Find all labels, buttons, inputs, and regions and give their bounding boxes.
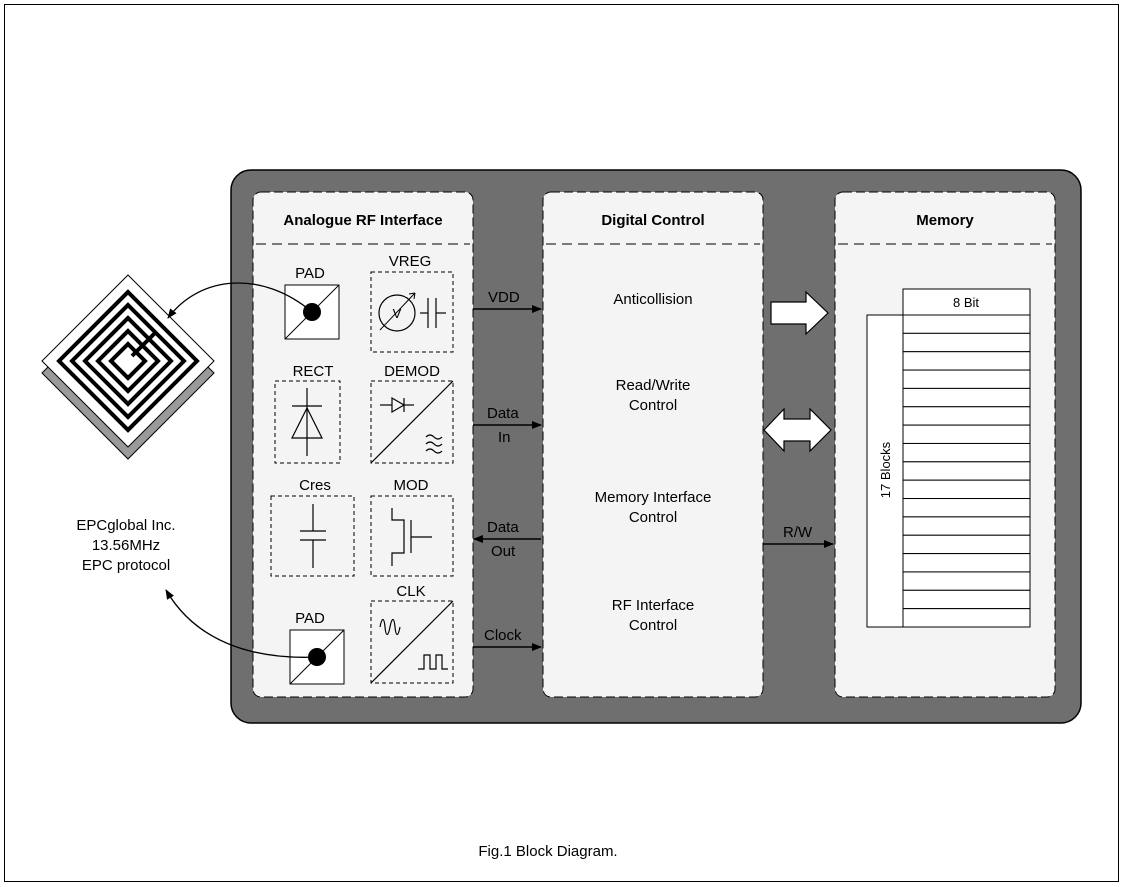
data-out-label-2: Out bbox=[491, 543, 516, 560]
memory-block-row bbox=[902, 534, 1031, 555]
memory-block-row bbox=[902, 314, 1031, 334]
svg-text:V: V bbox=[393, 306, 402, 321]
pad-top-to-antenna-arrow bbox=[167, 282, 313, 319]
pad-top-label: PAD bbox=[295, 265, 325, 282]
pad-bottom-to-antenna-arrow bbox=[165, 589, 318, 658]
memory-block-row bbox=[902, 571, 1031, 591]
memory-block-row bbox=[902, 498, 1031, 518]
cres-label: Cres bbox=[299, 477, 331, 494]
pad-bottom-label: PAD bbox=[295, 610, 325, 627]
digital-item-read-write-2: Control bbox=[629, 397, 677, 414]
data-in-label-1: Data bbox=[487, 405, 519, 422]
digital-control-panel: Digital Control Anticollision Read/Write… bbox=[542, 191, 764, 698]
figure-caption: Fig.1 Block Diagram. bbox=[478, 843, 617, 860]
digital-item-mem-interface-1: Memory Interface bbox=[595, 489, 712, 506]
resonance-capacitor-icon bbox=[300, 504, 326, 568]
digital-item-rf-interface-1: RF Interface bbox=[612, 597, 695, 614]
antenna-coil-icon bbox=[41, 274, 215, 460]
memory-block-row bbox=[902, 332, 1031, 353]
memory-block-row bbox=[902, 406, 1031, 426]
memory-panel-title: Memory bbox=[916, 212, 974, 229]
memory-blocks-label: 17 Blocks bbox=[878, 441, 893, 498]
digital-item-rf-interface-2: Control bbox=[629, 617, 677, 634]
memory-block-row bbox=[902, 553, 1031, 573]
demodulator-icon bbox=[370, 380, 454, 464]
antenna-label-line3: EPC protocol bbox=[82, 557, 170, 574]
memory-block-row bbox=[902, 516, 1031, 536]
modulator-transistor-icon bbox=[391, 508, 432, 566]
digital-item-mem-interface-2: Control bbox=[629, 509, 677, 526]
memory-bit-width-label: 8 Bit bbox=[953, 295, 979, 310]
clock-label: Clock bbox=[484, 627, 522, 644]
voltmeter-icon: V bbox=[378, 292, 416, 332]
memory-block-row bbox=[902, 387, 1031, 408]
antenna-label-line2: 13.56MHz bbox=[92, 537, 160, 554]
digital-panel-title: Digital Control bbox=[601, 212, 704, 229]
memory-block-row bbox=[902, 608, 1031, 628]
rw-label: R/W bbox=[783, 524, 813, 541]
digital-item-anticollision: Anticollision bbox=[613, 291, 692, 308]
clk-label: CLK bbox=[396, 583, 425, 600]
memory-block-row bbox=[902, 351, 1031, 371]
demod-label: DEMOD bbox=[384, 363, 440, 380]
rect-label: RECT bbox=[293, 363, 334, 380]
diode-icon bbox=[291, 388, 323, 456]
data-out-label-1: Data bbox=[487, 519, 519, 536]
rf-interface-panel: Analogue RF Interface PAD VREG V RECT bbox=[252, 191, 474, 698]
memory-panel: Memory 8 Bit 17 Blocks bbox=[834, 191, 1056, 698]
data-in-label-2: In bbox=[498, 429, 511, 446]
memory-block-row bbox=[902, 442, 1031, 463]
vdd-label: VDD bbox=[488, 289, 520, 306]
antenna-label-line1: EPCglobal Inc. bbox=[76, 517, 175, 534]
capacitor-icon bbox=[420, 298, 446, 328]
block-arrow-right-icon bbox=[770, 290, 829, 336]
vreg-label: VREG bbox=[389, 253, 432, 270]
memory-block-row bbox=[902, 479, 1031, 500]
digital-item-read-write-1: Read/Write bbox=[616, 377, 691, 394]
block-arrow-bidirectional-icon bbox=[763, 407, 832, 453]
memory-block-row bbox=[902, 424, 1031, 444]
mod-label: MOD bbox=[394, 477, 429, 494]
memory-block-row bbox=[902, 461, 1031, 481]
signal-connections: VDD Data In Data Out Clock R/W bbox=[473, 289, 834, 651]
memory-block-row bbox=[902, 369, 1031, 389]
memory-block-grid bbox=[902, 314, 1031, 628]
rf-panel-title: Analogue RF Interface bbox=[283, 212, 442, 229]
clock-icon bbox=[370, 600, 454, 684]
memory-block-row bbox=[902, 589, 1031, 610]
